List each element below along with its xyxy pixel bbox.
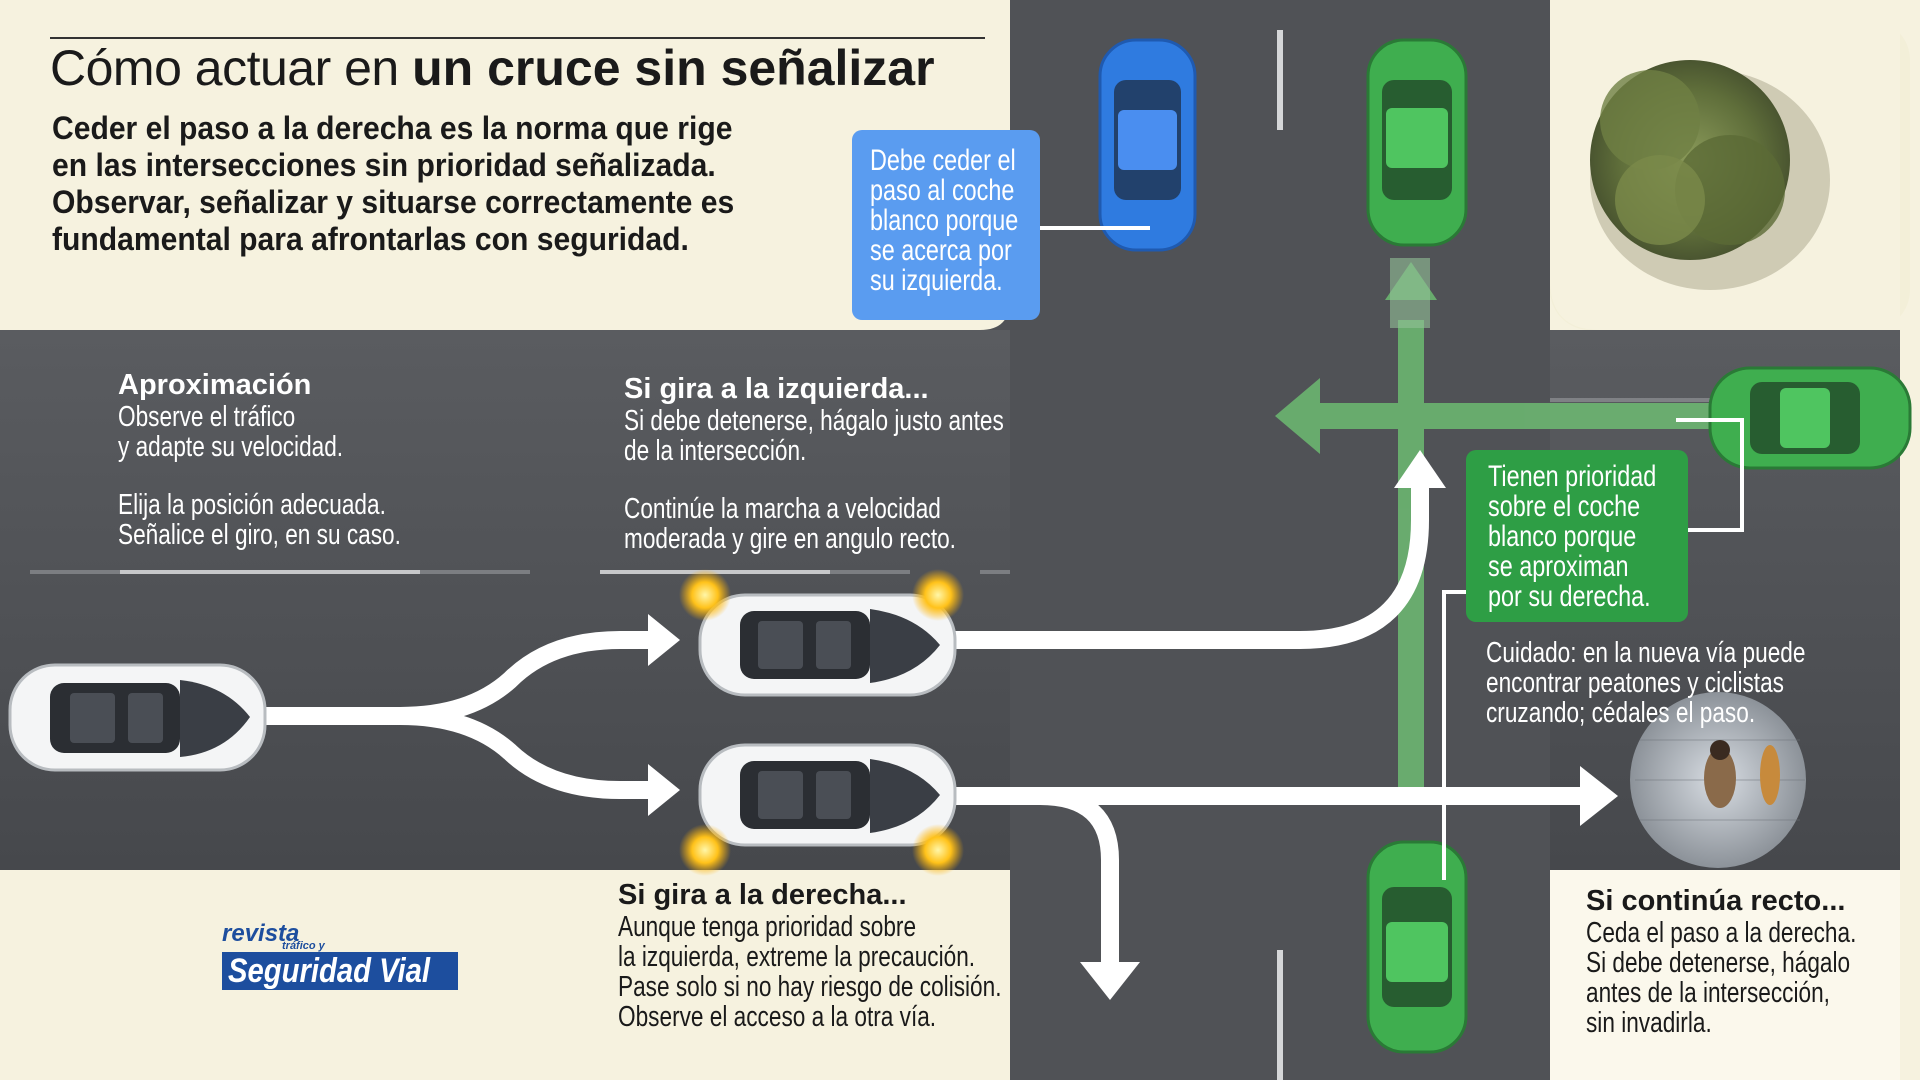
logo-word-trafico: tráfico y: [282, 940, 325, 952]
section-line: Observe el acceso a la otra vía.: [618, 1001, 937, 1033]
intro-line: fundamental para afrontarlas con segurid…: [52, 221, 689, 257]
intro-line: Observar, señalizar y situarse correctam…: [52, 184, 735, 220]
page-title: Cómo actuar en un cruce sin señalizar: [50, 40, 935, 96]
path-right-branch: [391, 707, 669, 799]
title-light-part: Cómo actuar en: [50, 40, 413, 96]
intro-line: en las intersecciones sin prioridad seña…: [52, 147, 716, 183]
callout-line: su izquierda.: [870, 264, 1003, 297]
callout-line: sobre el coche: [1488, 490, 1641, 523]
blue-callout: Debe ceder el paso al coche blanco porqu…: [852, 130, 1040, 320]
section-line: de la intersección.: [624, 435, 807, 467]
section-line: antes de la intersección,: [1586, 977, 1830, 1009]
section-line: Observe el tráfico: [118, 401, 296, 433]
green-callout-pointer-right: [1676, 418, 1744, 532]
caution-line: encontrar peatones y ciclistas: [1486, 667, 1784, 699]
green-callout-pointer-bottom: [1442, 590, 1466, 880]
section-heading: Aproximación: [118, 369, 312, 401]
section-line: moderada y gire en angulo recto.: [624, 523, 956, 555]
logo-word-revista: revista: [222, 920, 300, 947]
section-heading: Si continúa recto...: [1586, 885, 1846, 917]
green-arrow-horizontal: [1320, 403, 1710, 429]
section-line: Si debe detenerse, hágalo: [1586, 947, 1851, 979]
turn-signal-flash: [679, 569, 731, 621]
section-line: Continúe la marcha a velocidad: [624, 493, 941, 525]
intro-text: Ceder el paso a la derecha es la norma q…: [52, 110, 778, 258]
cyclist-icon: [1760, 745, 1780, 805]
section-left-turn: Si gira a la izquierda... Si debe detene…: [624, 372, 1111, 554]
turn-signal-flash: [912, 824, 964, 876]
section-line: sin invadirla.: [1586, 1007, 1712, 1039]
white-car-approach: [8, 663, 267, 772]
pedestrian-icon: [1704, 748, 1736, 808]
section-line: Pase solo si no hay riesgo de colisión.: [618, 971, 1002, 1003]
green-car-top: [1366, 38, 1468, 247]
title-bold-part: un cruce sin señalizar: [412, 40, 935, 96]
path-right-turn: [1031, 787, 1119, 984]
white-car-right-turn: [698, 743, 957, 847]
turn-signal-flash: [679, 824, 731, 876]
callout-line: por su derecha.: [1488, 580, 1651, 613]
callout-line: se aproximan: [1488, 550, 1629, 583]
path-arrows: [251, 461, 1599, 984]
section-line: Ceda el paso a la derecha.: [1586, 917, 1857, 949]
magazine-logo: revista tráfico y Seguridad Vial: [222, 922, 460, 992]
turn-signal-flash: [912, 569, 964, 621]
section-line: la izquierda, extreme la precaución.: [618, 941, 976, 973]
green-car-bottom: [1366, 840, 1468, 1054]
section-right-turn: Si gira a la derecha... Aunque tenga pri…: [618, 878, 1110, 1032]
callout-line: Tienen prioridad: [1488, 460, 1657, 493]
section-approach: Aproximación Observe el tráfico y adapte…: [118, 368, 481, 550]
green-callout: Tienen prioridad sobre el coche blanco p…: [1466, 450, 1688, 622]
section-line: Elija la posición adecuada.: [118, 489, 386, 521]
arrow-heads: [648, 450, 1618, 1000]
callout-line: paso al coche: [870, 174, 1015, 207]
tree: [1590, 60, 1830, 290]
pedestrian-crossing-inset: [1630, 692, 1806, 868]
logo-banner: [222, 952, 458, 990]
section-caution: Cuidado: en la nueva vía puede encontrar…: [1486, 638, 1896, 728]
callout-line: se acerca por: [870, 234, 1012, 267]
logo-word-seguridad-vial: Seguridad Vial: [228, 952, 431, 990]
intro-line: Ceder el paso a la derecha es la norma q…: [52, 110, 733, 146]
caution-line: cruzando; cédales el paso.: [1486, 697, 1756, 729]
section-line: Si debe detenerse, hágalo justo antes: [624, 405, 1004, 437]
green-car-right: [1708, 366, 1912, 470]
sidewalk-bottom-left: [0, 870, 1010, 1080]
section-line: Aunque tenga prioridad sobre: [618, 911, 917, 943]
section-heading: Si gira a la derecha...: [618, 879, 907, 911]
callout-line: blanco porque: [870, 204, 1019, 237]
blue-car: [1098, 38, 1197, 252]
callout-line: Debe ceder el: [870, 144, 1016, 177]
section-line: y adapte su velocidad.: [118, 431, 344, 463]
caution-line: Cuidado: en la nueva vía puede: [1486, 637, 1806, 669]
section-heading: Si gira a la izquierda...: [624, 373, 929, 405]
section-straight: Si continúa recto... Ceda el paso a la d…: [1586, 884, 1920, 1038]
path-left-turn: [941, 461, 1429, 649]
section-line: Señalice el giro, en su caso.: [118, 519, 401, 551]
callout-line: blanco porque: [1488, 520, 1637, 553]
white-car-left-turn: [698, 593, 957, 697]
